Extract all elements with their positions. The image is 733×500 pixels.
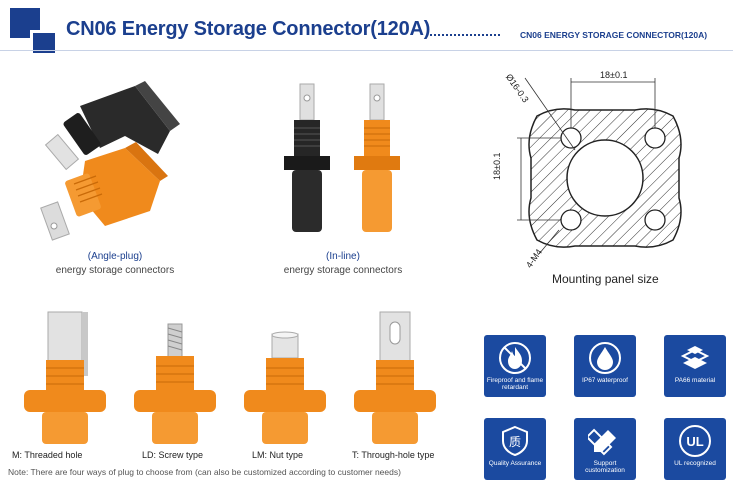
mounting-panel-caption: Mounting panel size (552, 272, 659, 286)
badge-material: PA66 material (664, 335, 726, 397)
brand-logo (10, 8, 58, 56)
footnote: Note: There are four ways of plug to cho… (8, 467, 401, 477)
inline-caption-line2: energy storage connectors (283, 265, 403, 276)
variant-threaded-hole-image (24, 311, 106, 444)
angle-plug-caption-line1: (Angle-plug) (87, 251, 143, 262)
variant-label-screw-type: LD: Screw type (142, 450, 204, 460)
badge-ul-label: UL recognized (674, 460, 716, 467)
page-subtitle: CN06 ENERGY STORAGE CONNECTOR(120A) (520, 30, 708, 40)
badge-fireproof-label: Fireproof and flame retardant (486, 377, 544, 391)
variant-nut-type-image (244, 331, 326, 444)
pencil-ruler-icon (588, 428, 616, 456)
inline-caption-line1: (In-line) (326, 251, 360, 262)
variant-label-through-hole: T: Through-hole type (352, 450, 435, 460)
ul-icon: UL (679, 425, 711, 457)
inline-connector-image (284, 83, 400, 232)
dim-side-label: 18±0.1 (492, 152, 502, 180)
badge-customization: Support customization (574, 418, 636, 480)
inline-caption: (In-line) energy storage connectors (268, 250, 418, 278)
angle-plug-connector-image (40, 81, 180, 241)
material-stack-icon (680, 346, 710, 369)
badge-quality-label: Quality Assurance (488, 460, 542, 467)
badge-quality: 质 Quality Assurance (484, 418, 546, 480)
badge-ul: UL UL recognized (664, 418, 726, 480)
dim-top-label: 18±0.1 (600, 70, 628, 80)
variant-screw-type-image (134, 323, 216, 444)
angle-plug-caption-line2: energy storage connectors (55, 265, 175, 276)
angle-plug-caption: (Angle-plug) energy storage connectors (40, 250, 190, 278)
badge-customization-label: Support customization (585, 460, 625, 474)
badge-waterproof: IP67 waterproof (574, 335, 636, 397)
badge-material-label: PA66 material (674, 377, 716, 384)
water-drop-icon (589, 342, 621, 374)
fire-icon (499, 342, 531, 374)
svg-text:UL: UL (686, 434, 703, 449)
header-rule (0, 50, 733, 51)
page-title: CN06 Energy Storage Connector(120A) (66, 18, 431, 40)
badge-fireproof: Fireproof and flame retardant (484, 335, 546, 397)
mounting-panel-drawing (517, 77, 682, 255)
variant-through-hole-image (354, 311, 436, 444)
svg-text:质: 质 (509, 435, 521, 449)
quality-shield-icon: 质 (502, 425, 528, 457)
header-divider-dots (430, 34, 500, 36)
variant-label-threaded-hole: M: Threaded hole (12, 450, 83, 460)
variant-label-nut-type: LM: Nut type (252, 450, 304, 460)
badge-waterproof-label: IP67 waterproof (582, 377, 628, 384)
